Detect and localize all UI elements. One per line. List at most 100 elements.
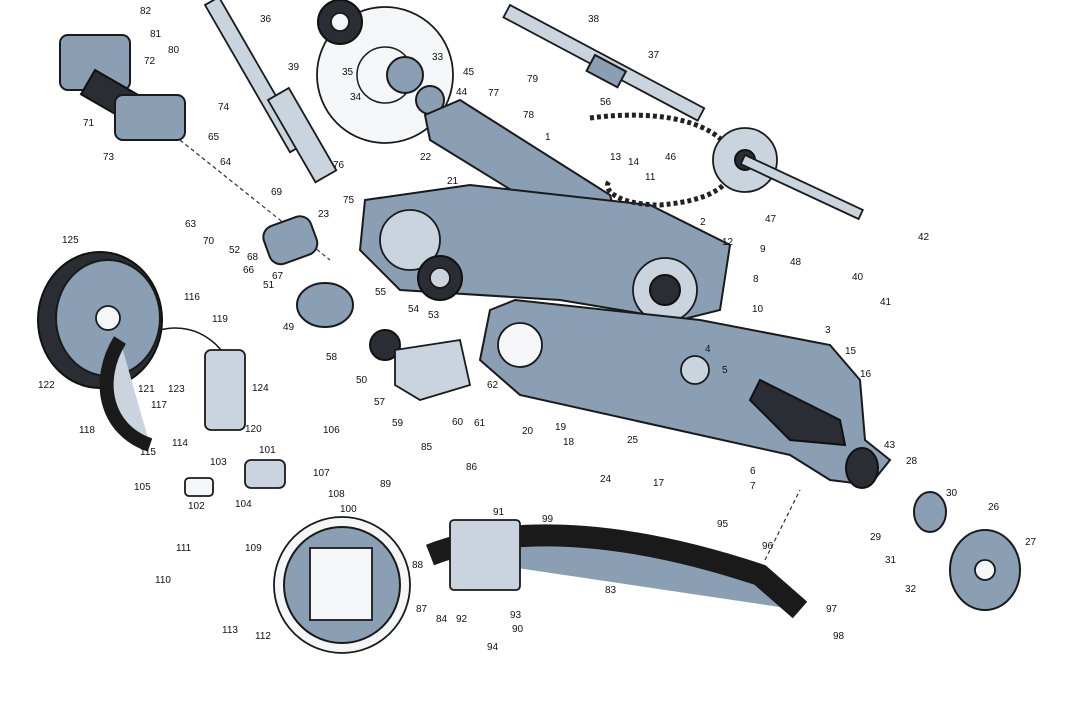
callout-73: 73 [103, 152, 115, 163]
callout-80: 80 [168, 45, 180, 56]
callout-27: 27 [1025, 537, 1037, 548]
callout-56: 56 [600, 97, 612, 108]
universal-joint-shaft [59, 34, 331, 261]
drive-chain [589, 112, 865, 221]
callout-103: 103 [210, 457, 227, 468]
callout-116: 116 [184, 292, 200, 303]
callout-66: 66 [243, 265, 255, 276]
callout-93: 93 [510, 610, 522, 621]
callout-15: 15 [845, 346, 857, 357]
callout-105: 105 [134, 482, 151, 493]
callout-21: 21 [447, 176, 459, 187]
brake-shoes [99, 327, 246, 452]
chain-case-cover [478, 298, 892, 487]
callout-41: 41 [880, 297, 892, 308]
callout-108: 108 [328, 489, 345, 500]
callout-10: 10 [752, 304, 764, 315]
callout-31: 31 [885, 555, 897, 566]
callout-96: 96 [762, 541, 774, 552]
callout-90: 90 [512, 624, 524, 635]
callout-46: 46 [665, 152, 677, 163]
callout-77: 77 [488, 88, 500, 99]
wheel-hub-right [845, 447, 1021, 611]
sprocket-gear [417, 255, 463, 301]
callout-124: 124 [252, 383, 269, 394]
callout-67: 67 [272, 271, 284, 282]
callout-14: 14 [628, 157, 640, 168]
callout-16: 16 [860, 369, 872, 380]
callout-74: 74 [218, 102, 230, 113]
callout-114: 114 [172, 438, 188, 449]
callout-62: 62 [487, 380, 499, 391]
callout-35: 35 [342, 67, 354, 78]
callout-125: 125 [62, 235, 79, 246]
callout-32: 32 [905, 584, 917, 595]
callout-50: 50 [356, 375, 368, 386]
callout-45: 45 [463, 67, 475, 78]
callout-92: 92 [456, 614, 468, 625]
axle-shaft-upper [502, 3, 706, 122]
callout-85: 85 [421, 442, 433, 453]
callout-8: 8 [753, 274, 759, 285]
callout-94: 94 [487, 642, 499, 653]
callout-107: 107 [313, 468, 330, 479]
callout-123: 123 [168, 384, 185, 395]
callout-118: 118 [79, 425, 95, 436]
callout-95: 95 [717, 519, 729, 530]
callout-52: 52 [229, 245, 241, 256]
callout-71: 71 [83, 118, 95, 129]
callout-44: 44 [456, 87, 468, 98]
callout-120: 120 [245, 424, 262, 435]
callout-100: 100 [340, 504, 357, 515]
callout-49: 49 [283, 322, 295, 333]
callout-30: 30 [946, 488, 958, 499]
callout-25: 25 [627, 435, 639, 446]
callout-34: 34 [350, 92, 362, 103]
brake-backplate-lower [273, 516, 411, 654]
callout-110: 110 [155, 575, 171, 586]
callout-9: 9 [760, 244, 766, 255]
callout-75: 75 [343, 195, 355, 206]
callout-54: 54 [408, 304, 420, 315]
callout-33: 33 [432, 52, 444, 63]
callout-29: 29 [870, 532, 882, 543]
callout-65: 65 [208, 132, 220, 143]
callout-37: 37 [648, 50, 660, 61]
callout-111: 111 [176, 543, 192, 554]
callout-109: 109 [245, 543, 262, 554]
callout-labels: 1 2 3 4 5 6 7 8 9 10 11 12 13 14 15 16 1… [38, 6, 1037, 653]
callout-36: 36 [260, 14, 272, 25]
callout-70: 70 [203, 236, 215, 247]
callout-40: 40 [852, 272, 864, 283]
callout-24: 24 [600, 474, 612, 485]
callout-19: 19 [555, 422, 567, 433]
callout-63: 63 [185, 219, 197, 230]
callout-115: 115 [140, 447, 156, 458]
callout-99: 99 [542, 514, 554, 525]
callout-121: 121 [138, 384, 155, 395]
callout-88: 88 [412, 560, 424, 571]
callout-87: 87 [416, 604, 428, 615]
callout-61: 61 [474, 418, 486, 429]
callout-4: 4 [705, 344, 711, 355]
callout-3: 3 [825, 325, 831, 336]
callout-13: 13 [610, 152, 622, 163]
callout-86: 86 [466, 462, 478, 473]
callout-48: 48 [790, 257, 802, 268]
callout-84: 84 [436, 614, 448, 625]
hub-assembly [262, 215, 472, 401]
callout-113: 113 [222, 625, 238, 636]
callout-51: 51 [263, 280, 275, 291]
callout-76: 76 [333, 160, 345, 171]
callout-55: 55 [375, 287, 387, 298]
brake-drum [37, 251, 163, 389]
callout-82: 82 [140, 6, 152, 17]
callout-47: 47 [765, 214, 777, 225]
callout-91: 91 [493, 507, 505, 518]
callout-59: 59 [392, 418, 404, 429]
callout-12: 12 [722, 237, 734, 248]
callout-22: 22 [420, 152, 432, 163]
callout-23: 23 [318, 209, 330, 220]
callout-1: 1 [545, 132, 551, 143]
